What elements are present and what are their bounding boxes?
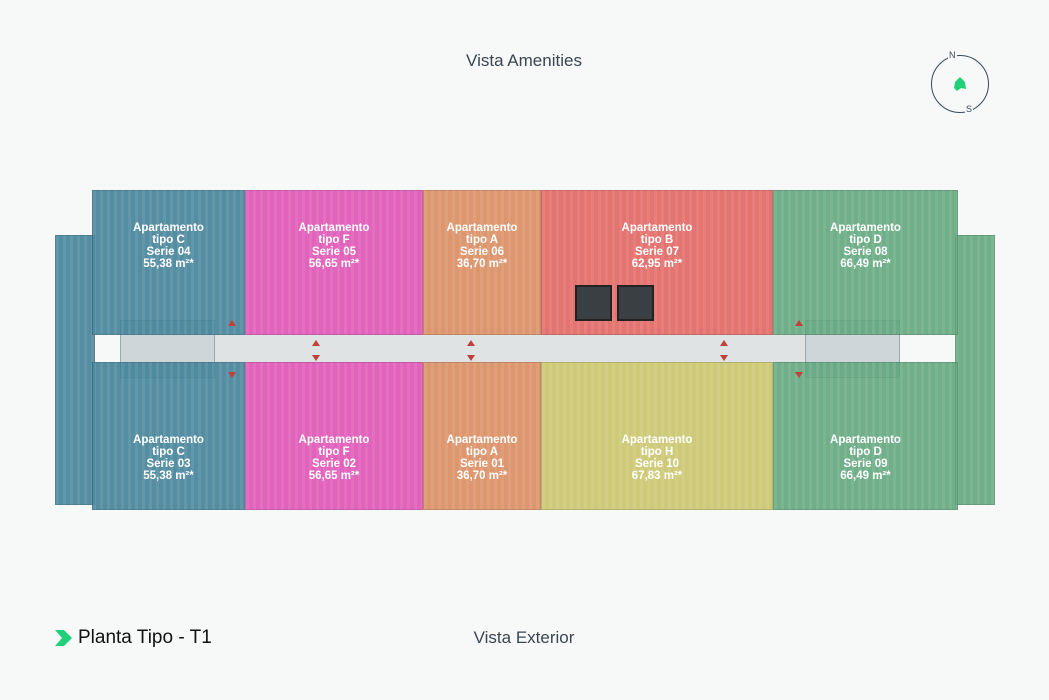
apartment-type: tipo C bbox=[152, 234, 185, 246]
chevron-right-icon bbox=[55, 630, 72, 646]
apartment-unit[interactable] bbox=[773, 362, 958, 510]
apartment-name: Apartamento bbox=[830, 434, 901, 446]
plan-title-text: Planta Tipo - T1 bbox=[78, 627, 212, 648]
apartment-serie: Serie 10 bbox=[634, 458, 680, 470]
apartment-serie: Serie 08 bbox=[843, 246, 888, 258]
elevator bbox=[575, 285, 612, 321]
arrow-down-icon bbox=[312, 355, 320, 361]
apartment-area: 56,65 m²* bbox=[308, 470, 360, 482]
apartment-serie: Serie 01 bbox=[459, 458, 505, 470]
arrow-up-icon bbox=[720, 340, 728, 346]
compass-north: N bbox=[948, 50, 957, 60]
elevator bbox=[617, 285, 654, 321]
apartment-unit[interactable] bbox=[245, 190, 423, 335]
arrow-up-icon bbox=[312, 340, 320, 346]
apartment-type: tipo A bbox=[465, 446, 499, 458]
apartment-type: tipo D bbox=[849, 446, 882, 458]
apartment-serie: Serie 05 bbox=[311, 246, 357, 258]
apartment-name: Apartamento bbox=[298, 222, 370, 234]
apartment-area: 36,70 m²* bbox=[456, 470, 508, 482]
apartment-area: 66,49 m²* bbox=[840, 470, 891, 482]
view-label-amenities: Vista Amenities bbox=[466, 51, 582, 70]
wing-right bbox=[955, 235, 995, 505]
apartment-type: tipo F bbox=[318, 234, 350, 246]
arrow-down-icon bbox=[795, 372, 803, 378]
compass: N S bbox=[931, 50, 989, 114]
apartment-unit[interactable] bbox=[423, 362, 541, 510]
apartment-name: Apartamento bbox=[830, 222, 901, 234]
apartment-area: 56,65 m²* bbox=[308, 258, 360, 270]
arrow-down-icon bbox=[228, 372, 236, 378]
apartment-area: 62,95 m²* bbox=[631, 258, 683, 270]
apartment-name: Apartamento bbox=[621, 434, 693, 446]
apartment-type: tipo F bbox=[318, 446, 350, 458]
apartment-type: tipo B bbox=[640, 234, 674, 246]
apartment-area: 67,83 m²* bbox=[631, 470, 683, 482]
apartment-type: tipo A bbox=[465, 234, 499, 246]
corridor bbox=[215, 335, 805, 363]
apartment-area: 66,49 m²* bbox=[840, 258, 891, 270]
apartment-unit[interactable] bbox=[773, 190, 958, 335]
apartment-unit[interactable] bbox=[245, 362, 423, 510]
apartment-name: Apartamento bbox=[621, 222, 693, 234]
apartment-unit[interactable] bbox=[92, 362, 245, 510]
view-label-exterior: Vista Exterior bbox=[473, 628, 575, 647]
arrow-down-icon bbox=[720, 355, 728, 361]
wing-left bbox=[55, 235, 95, 505]
apartment-type: tipo C bbox=[152, 446, 185, 458]
arrow-down-icon bbox=[467, 355, 475, 361]
apartment-unit[interactable] bbox=[541, 362, 773, 510]
apartment-unit[interactable] bbox=[423, 190, 541, 335]
building-marker-icon bbox=[954, 77, 966, 91]
apartment-type: tipo D bbox=[849, 234, 882, 246]
plan-title: Planta Tipo - T1 bbox=[55, 627, 212, 649]
apartment-serie: Serie 03 bbox=[146, 458, 191, 470]
arrow-up-icon bbox=[467, 340, 475, 346]
apartment-area: 36,70 m²* bbox=[456, 258, 508, 270]
apartment-serie: Serie 02 bbox=[311, 458, 357, 470]
arrow-up-icon bbox=[795, 320, 803, 326]
apartment-name: Apartamento bbox=[446, 434, 518, 446]
apartment-serie: Serie 06 bbox=[459, 246, 505, 258]
apartment-area: 55,38 m²* bbox=[143, 470, 194, 482]
apartment-serie: Serie 09 bbox=[843, 458, 888, 470]
apartment-serie: Serie 07 bbox=[634, 246, 680, 258]
apartment-serie: Serie 04 bbox=[146, 246, 191, 258]
apartment-name: Apartamento bbox=[133, 434, 204, 446]
compass-south: S bbox=[965, 104, 974, 114]
apartment-type: tipo H bbox=[640, 446, 674, 458]
apartment-name: Apartamento bbox=[133, 222, 204, 234]
apartment-unit[interactable] bbox=[92, 190, 245, 335]
arrow-up-icon bbox=[228, 320, 236, 326]
apartment-name: Apartamento bbox=[446, 222, 518, 234]
apartment-name: Apartamento bbox=[298, 434, 370, 446]
apartment-area: 55,38 m²* bbox=[143, 258, 194, 270]
